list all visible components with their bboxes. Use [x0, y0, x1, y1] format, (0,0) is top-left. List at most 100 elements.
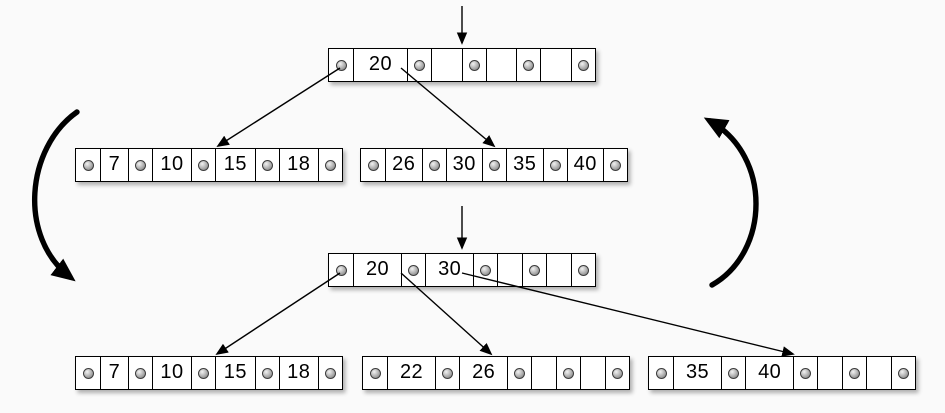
- pointer-cell: [482, 149, 506, 181]
- pointer-dot-icon: [849, 367, 861, 379]
- key-cell-empty: [540, 49, 571, 81]
- child-pointer-arrow: [216, 67, 341, 148]
- btree-node-leaf-after-right: 35 40: [648, 356, 916, 390]
- pointer-dot-icon: [549, 159, 561, 171]
- pointer-dot-icon: [198, 159, 210, 171]
- pointer-dot-icon: [261, 367, 273, 379]
- pointer-dot-icon: [489, 159, 500, 171]
- pointer-cell: [461, 49, 486, 81]
- pointer-dot-icon: [728, 367, 740, 379]
- btree-node-leaf-before-left: 7 10 15 18: [75, 148, 343, 182]
- pointer-cell: [406, 49, 431, 81]
- pointer-dot-icon: [800, 367, 812, 379]
- pointer-dot-icon: [367, 159, 379, 171]
- pointer-dot-icon: [514, 367, 526, 379]
- key-cell: 7: [100, 357, 128, 389]
- pointer-cell: [793, 357, 817, 389]
- btree-node-root-before: 20: [328, 48, 596, 82]
- pointer-cell: [329, 254, 353, 286]
- pointer-cell: [318, 357, 342, 389]
- key-cell-empty: [866, 357, 891, 389]
- pointer-dot-icon: [408, 264, 420, 276]
- pointer-cell: [649, 357, 673, 389]
- pointer-dot-icon: [413, 59, 425, 71]
- key-cell-empty: [580, 357, 605, 389]
- key-cell-empty: [546, 254, 571, 286]
- key-cell: 18: [278, 357, 318, 389]
- pointer-dot-icon: [898, 367, 909, 379]
- pointer-cell: [401, 254, 425, 286]
- pointer-dot-icon: [428, 159, 440, 171]
- key-cell: 10: [151, 149, 191, 181]
- pointer-cell: [603, 149, 627, 181]
- pointer-cell: [522, 254, 546, 286]
- pointer-dot-icon: [325, 159, 336, 171]
- key-cell: 10: [151, 357, 191, 389]
- pointer-dot-icon: [655, 367, 667, 379]
- pointer-cell: [76, 357, 100, 389]
- pointer-dot-icon: [369, 367, 381, 379]
- pointer-cell: [254, 357, 279, 389]
- pointer-cell: [191, 357, 215, 389]
- pointer-cell: [542, 149, 567, 181]
- key-cell: 15: [215, 357, 254, 389]
- pointer-cell: [329, 49, 353, 81]
- key-cell: 15: [215, 149, 254, 181]
- pointer-cell: [363, 357, 387, 389]
- pointer-dot-icon: [578, 264, 589, 276]
- pointer-dot-icon: [335, 264, 347, 276]
- pointer-cell: [127, 357, 152, 389]
- pointer-dot-icon: [468, 59, 480, 71]
- cycle-arrow-right-up-icon: [703, 117, 759, 288]
- pointer-cell: [507, 357, 531, 389]
- pointer-cell: [76, 149, 100, 181]
- pointer-dot-icon: [261, 159, 273, 171]
- pointer-cell: [891, 357, 915, 389]
- btree-node-leaf-after-left: 7 10 15 18: [75, 356, 343, 390]
- pointer-dot-icon: [134, 159, 146, 171]
- key-cell: 20: [353, 49, 407, 81]
- key-cell: 35: [673, 357, 721, 389]
- pointer-cell: [435, 357, 459, 389]
- pointer-dot-icon: [480, 264, 492, 276]
- key-cell: 30: [445, 149, 483, 181]
- pointer-dot-icon: [335, 59, 347, 71]
- key-cell-empty: [497, 254, 522, 286]
- pointer-dot-icon: [610, 159, 621, 171]
- key-cell: 26: [459, 357, 507, 389]
- key-cell: 22: [387, 357, 435, 389]
- pointer-cell: [191, 149, 215, 181]
- key-cell: 40: [566, 149, 604, 181]
- pointer-dot-icon: [578, 59, 589, 71]
- key-cell: 7: [100, 149, 128, 181]
- pointer-dot-icon: [82, 367, 94, 379]
- pointer-dot-icon: [563, 367, 575, 379]
- pointer-dot-icon: [523, 59, 535, 71]
- pointer-cell: [127, 149, 152, 181]
- pointer-dot-icon: [529, 264, 541, 276]
- cycle-arrow-left-down-icon: [31, 109, 80, 282]
- pointer-cell: [556, 357, 580, 389]
- key-cell-empty: [430, 49, 462, 81]
- btree-node-leaf-after-middle: 22 26: [362, 356, 630, 390]
- key-cell-empty: [817, 357, 842, 389]
- pointer-cell: [421, 149, 446, 181]
- key-cell-empty: [485, 49, 517, 81]
- pointer-cell: [318, 149, 342, 181]
- pointer-cell: [473, 254, 497, 286]
- key-cell: 18: [278, 149, 318, 181]
- pointer-cell: [516, 49, 540, 81]
- key-cell: 30: [425, 254, 473, 286]
- pointer-dot-icon: [198, 367, 210, 379]
- key-cell: 20: [353, 254, 401, 286]
- key-cell: 40: [745, 357, 793, 389]
- pointer-cell: [721, 357, 745, 389]
- pointer-dot-icon: [325, 367, 336, 379]
- child-pointer-arrow: [215, 272, 341, 356]
- key-cell-empty: [531, 357, 556, 389]
- pointer-cell: [254, 149, 279, 181]
- pointer-cell: [571, 254, 595, 286]
